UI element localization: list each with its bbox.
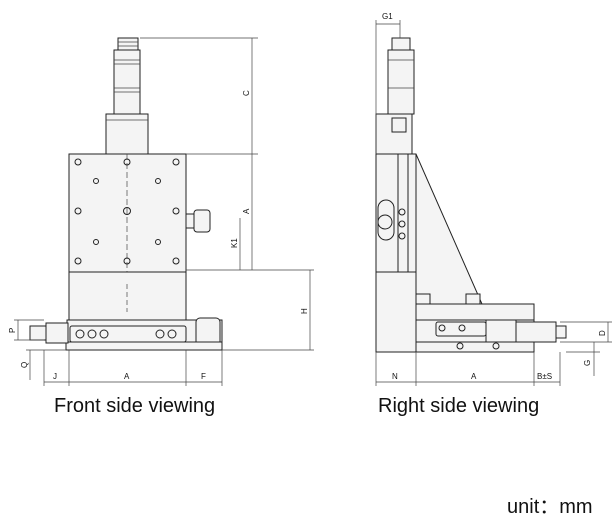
front-view-drawing: C A K1 H P Q J A F (8, 37, 314, 386)
lock-knob (193, 209, 211, 233)
dim-b-s: B±S (537, 372, 552, 381)
dim-c: C (242, 90, 251, 96)
front-view-caption: Front side viewing (54, 395, 216, 417)
dim-a-horizontal: A (124, 372, 130, 381)
micrometer-knob (117, 37, 139, 51)
dim-d: D (598, 330, 607, 336)
dim-j: J (53, 372, 57, 381)
dim-g: G (583, 360, 592, 366)
right-micrometer-barrel (387, 49, 415, 115)
front-stage-body (68, 271, 187, 321)
right-side-micrometer (515, 321, 557, 343)
dim-g1: G1 (382, 12, 393, 21)
right-view-drawing: G1 N A B±S D G (375, 12, 612, 386)
lock-knob-stem (185, 213, 195, 229)
right-stage-top (415, 303, 535, 321)
angle-bracket (407, 153, 483, 305)
dim-k1: K1 (230, 238, 239, 248)
dim-n: N (392, 372, 398, 381)
dim-p: P (8, 328, 17, 333)
dim-q: Q (20, 362, 29, 368)
right-side-knob (555, 325, 567, 339)
right-drive-barrel (485, 319, 517, 345)
dim-a-vertical: A (242, 208, 251, 214)
right-micrometer-knob (391, 37, 411, 51)
mounting-holes (74, 158, 180, 265)
dim-a-right: A (471, 372, 477, 381)
dim-f: F (201, 372, 206, 381)
right-view-caption: Right side viewing (378, 395, 540, 417)
dim-h: H (300, 308, 309, 314)
micrometer-barrel (113, 49, 141, 115)
left-micrometer-barrel (45, 322, 69, 344)
unit-label: unit：mm (507, 496, 593, 518)
front-plate (68, 153, 187, 273)
left-micrometer-knob (29, 325, 47, 341)
right-base-left (375, 271, 417, 353)
